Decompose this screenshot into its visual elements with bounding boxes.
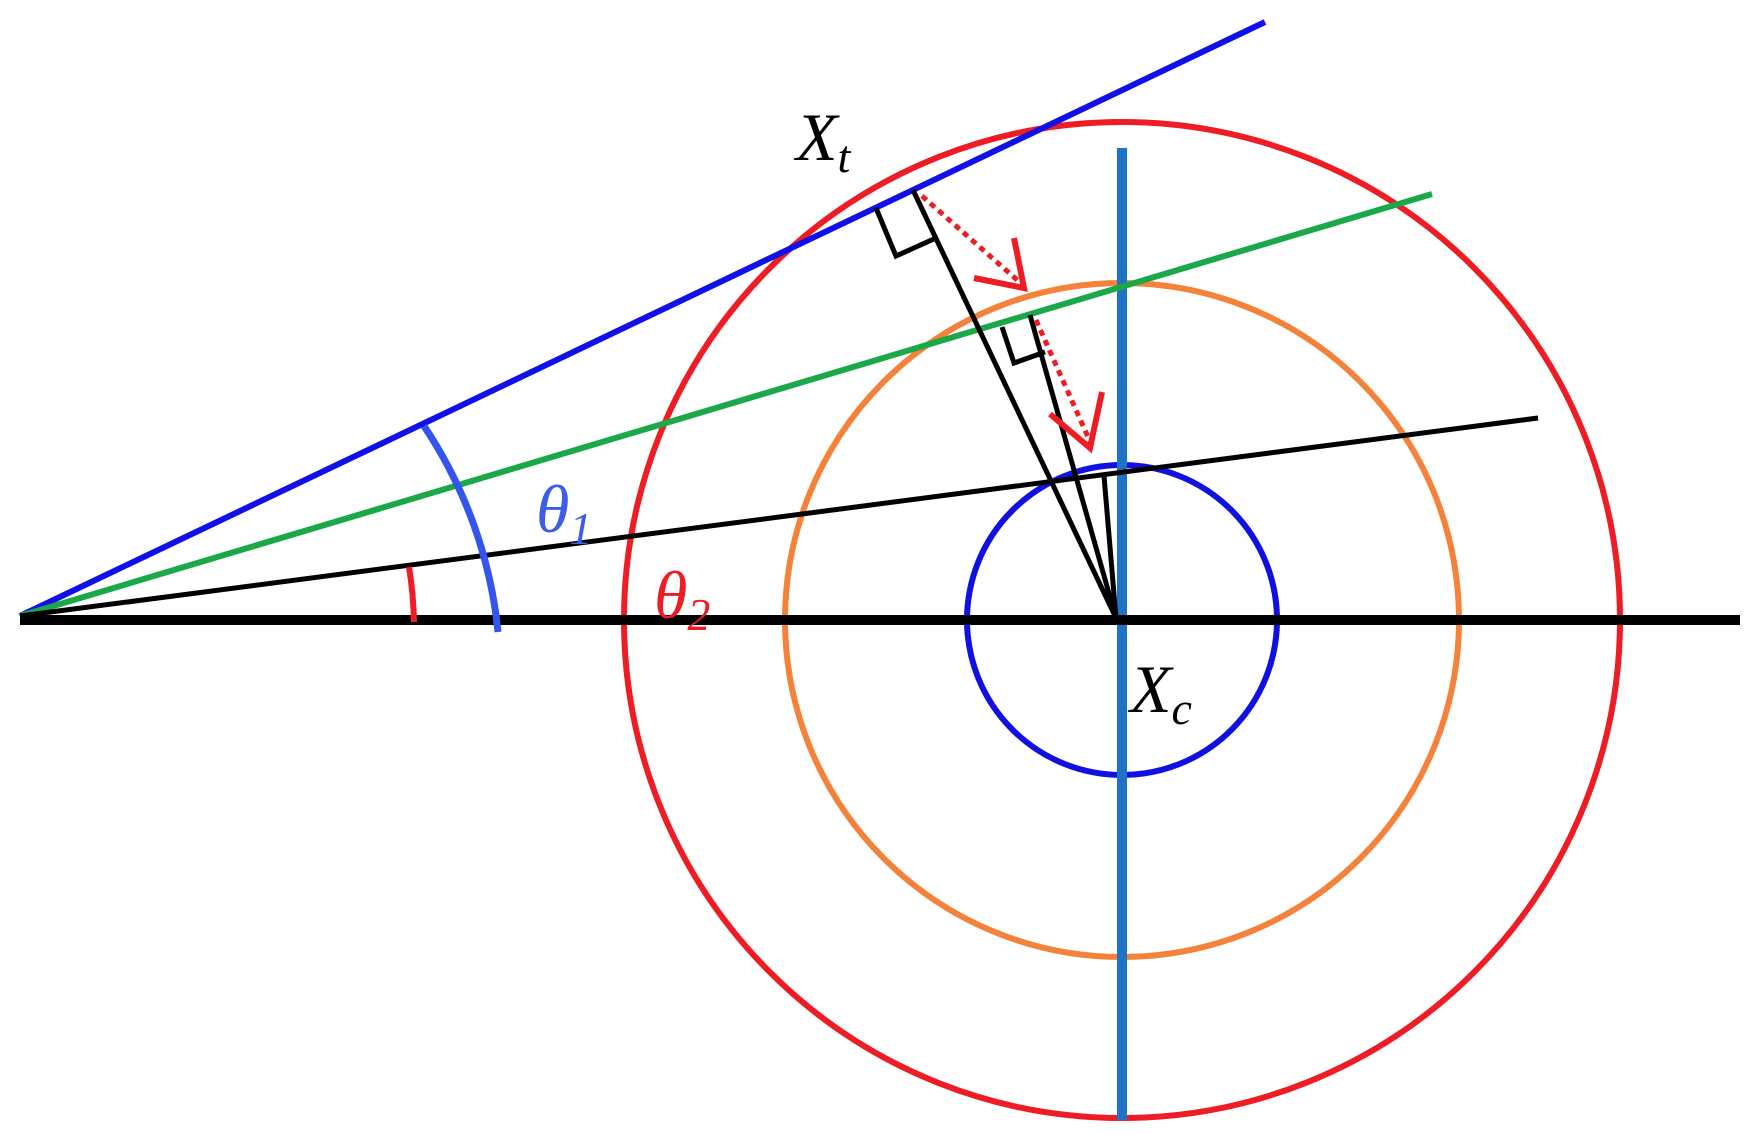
dotted-arrow-2-head (1048, 391, 1105, 454)
green-tangent-line (19, 191, 1433, 619)
right-angle-marker-outer (873, 207, 938, 260)
black-tangent-line (19, 415, 1539, 619)
xt-label: Xt (793, 99, 852, 182)
right-angle-marker-middle (999, 326, 1046, 367)
dotted-arrow-1-head (973, 237, 1028, 292)
dotted-arrow-1 (920, 194, 1026, 288)
theta1-angle-arc (421, 424, 502, 633)
radius-to-inner-tangent (1101, 475, 1119, 619)
blue-tangent-line (18, 19, 1267, 619)
radius-to-middle-tangent (1027, 314, 1119, 619)
theta2-angle-arc (406, 566, 417, 623)
dotted-arrow-2 (1033, 318, 1095, 448)
theta1-label: θ1 (536, 471, 592, 554)
radius-to-outer-tangent (910, 188, 1119, 620)
theta2-label: θ2 (654, 557, 710, 640)
xc-label: Xc (1127, 651, 1192, 734)
